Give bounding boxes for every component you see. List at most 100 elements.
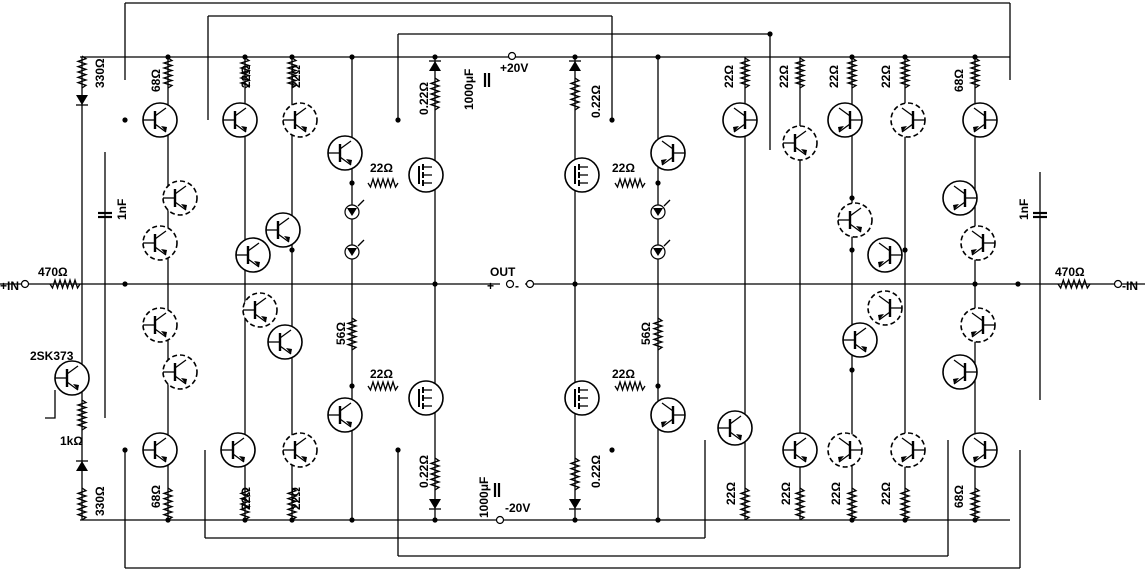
junction-dot [972,281,978,287]
junction-dot [289,247,295,253]
junction-dot [767,31,773,37]
resistor [238,487,252,521]
transistor [142,102,178,138]
r22-bottom: 22Ω [879,482,893,505]
resistor [968,487,982,521]
transistor [242,292,278,328]
junction-dot [609,447,615,453]
led [344,239,365,260]
r22-top: 22Ω [239,65,253,88]
c1000-bottom: 1000μF [477,477,491,518]
resistor [738,487,752,521]
out-plus: + [487,279,494,293]
transistor [837,202,873,238]
out-label: OUT [490,265,516,279]
c1n-label: 1nF [115,199,129,220]
resistor [161,487,175,521]
r22-gate: 22Ω [370,367,393,381]
r68-tr: 68Ω [952,69,966,92]
junction-dot [572,54,578,60]
resistor-330-bottom [75,487,89,521]
transistor [267,324,303,360]
r1k-label: 1kΩ [60,434,83,448]
resistor-022 [428,77,442,111]
transistor [962,102,998,138]
transistor [282,432,318,468]
transistor [222,102,258,138]
terminal [525,279,535,289]
resistor [845,487,859,521]
terminal [495,515,505,525]
c1000-top: 1000μF [462,69,476,110]
resistor [285,487,299,521]
transistor [220,432,256,468]
resistor [738,57,752,89]
diode [569,60,581,71]
r22-gate: 22Ω [370,161,393,175]
junction-dot [849,247,855,253]
components [20,51,1123,525]
terminal [507,51,517,61]
r22-top: 22Ω [827,65,841,88]
out-minus: - [515,279,519,293]
led [344,199,365,220]
r22-top: 22Ω [777,65,791,88]
r22-top: 22Ω [879,65,893,88]
junction-dot [902,247,908,253]
resistor [367,176,399,190]
resistor [845,57,859,89]
r22-bottom: 22Ω [779,482,793,505]
r22-bottom: 22Ω [239,487,253,510]
junction-dot [432,281,438,287]
junction-dot [349,383,355,389]
transistor [942,180,978,216]
transistor [142,432,178,468]
resistor [898,487,912,521]
transistor [235,237,271,273]
diode [569,499,581,510]
terminal [20,279,30,289]
resistor-022 [428,457,442,491]
r56-label: 56Ω [639,322,653,345]
resistor-470-in [1057,277,1091,291]
r22-gate: 22Ω [612,161,635,175]
r22-bottom: 22Ω [724,482,738,505]
resistor [367,379,399,393]
resistor [614,176,646,190]
resistor [793,57,807,89]
transistor [650,135,686,171]
transistor [960,225,996,261]
mosfet [564,380,600,416]
resistor-1k [75,399,89,431]
junction-dot [609,117,615,123]
resistor-022 [568,77,582,111]
transistor [54,360,90,396]
resistor-470-in [49,277,81,291]
capacitor [98,211,112,219]
r68-tl: 68Ω [149,69,163,92]
resistor [793,487,807,521]
junction-dot [349,517,355,523]
transistor [162,354,198,390]
r022-label: 0.22Ω [589,455,603,488]
junction-dot [655,180,661,186]
r68-bl: 68Ω [149,485,163,508]
junction-dot [432,517,438,523]
r330-top: 330Ω [93,58,107,88]
c1n-label: 1nF [1017,199,1031,220]
mosfet [408,157,444,193]
junction-dot [349,180,355,186]
jfet-label: 2SK373 [30,349,74,363]
resistor [614,379,646,393]
junction-dot [349,54,355,60]
junction-dot [655,517,661,523]
vminus-label: -20V [505,501,530,515]
diode [76,460,88,471]
transistor [827,432,863,468]
r22-bottom: 22Ω [829,482,843,505]
resistor-56 [345,317,359,351]
r22-top: 22Ω [722,65,736,88]
terminal [505,279,515,289]
terminal [1113,279,1123,289]
